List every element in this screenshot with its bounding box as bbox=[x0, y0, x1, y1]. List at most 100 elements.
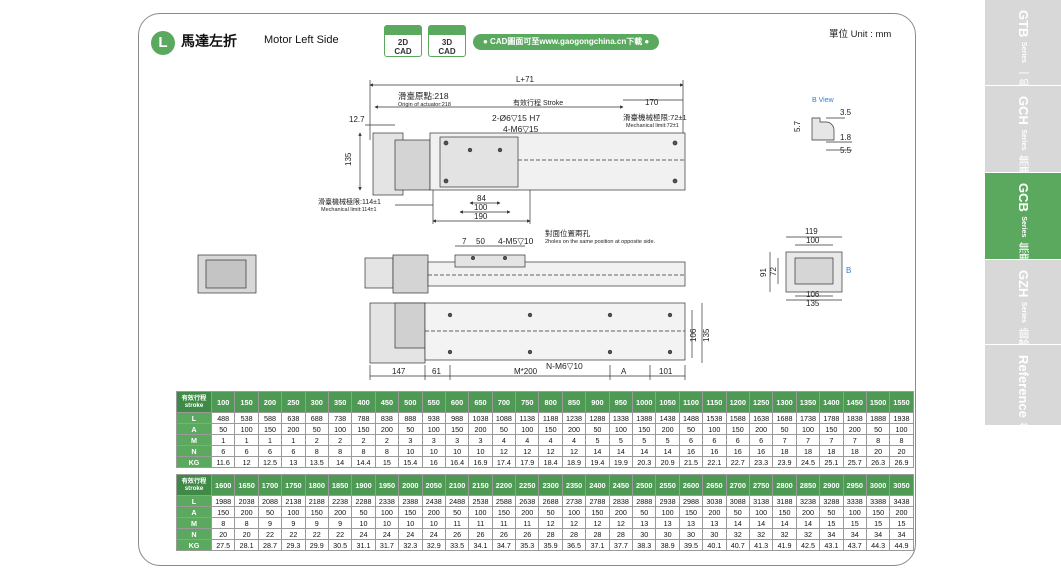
nav-tab-gzh[interactable]: GZH Series 齒輪齒條 bbox=[985, 260, 1061, 371]
table-cell: 16 bbox=[748, 445, 774, 457]
table-cell: 22 bbox=[257, 528, 283, 540]
dim-1-8: 1.8 bbox=[840, 133, 852, 142]
cad-2d-label-bottom: CAD bbox=[394, 47, 412, 56]
table-cell: 28 bbox=[561, 528, 587, 540]
table-cell: 1738 bbox=[795, 412, 821, 424]
stroke-header-cell: 3000 bbox=[865, 474, 891, 496]
nav-tab-series: Series bbox=[1020, 301, 1027, 323]
table-cell: 100 bbox=[655, 506, 680, 518]
mech-limit-left-cn: 滑臺機械極限:114±1 bbox=[318, 197, 381, 206]
table-cell: 4 bbox=[515, 434, 540, 446]
nav-tab-gcb[interactable]: GCB Series 無塵/皮帶仕樣 bbox=[985, 173, 1061, 311]
stroke-header-cell: 1900 bbox=[351, 474, 376, 496]
table-cell: 150 bbox=[491, 506, 517, 518]
table-cell: 2488 bbox=[444, 495, 470, 507]
table-cell: 3088 bbox=[725, 495, 750, 507]
stroke-header-cell: 1500 bbox=[865, 391, 891, 413]
table-cell: 788 bbox=[351, 412, 376, 424]
table-cell: 3038 bbox=[702, 495, 727, 507]
nav-tab-series: Series bbox=[1020, 129, 1027, 151]
table-cell: 22 bbox=[304, 528, 329, 540]
stroke-header-cell: 1700 bbox=[257, 474, 283, 496]
stroke-header-cell: 2000 bbox=[398, 474, 423, 496]
table-cell: 200 bbox=[374, 423, 400, 435]
table-cell: 988 bbox=[444, 412, 470, 424]
table-cell: 6 bbox=[210, 445, 236, 457]
table-cell: 200 bbox=[515, 506, 540, 518]
table-cell: 18 bbox=[842, 445, 867, 457]
cad-3d-button[interactable]: 3D CAD bbox=[428, 25, 466, 57]
table-cell: 28.1 bbox=[234, 539, 259, 551]
table-cell: 7 bbox=[842, 434, 867, 446]
table-cell: 150 bbox=[304, 506, 329, 518]
table-cell: 100 bbox=[702, 423, 727, 435]
table-cell: 35.3 bbox=[515, 539, 540, 551]
table-cell: 2738 bbox=[561, 495, 587, 507]
table-cell: 1338 bbox=[608, 412, 634, 424]
stroke-header-cell: 1150 bbox=[702, 391, 727, 413]
stroke-header-cell: 2850 bbox=[795, 474, 821, 496]
dim-147: 147 bbox=[392, 367, 406, 376]
table-cell: 24.5 bbox=[795, 456, 821, 468]
table-cell: 50 bbox=[772, 423, 797, 435]
stroke-header-cell: 1600 bbox=[210, 474, 236, 496]
table-cell: 2788 bbox=[585, 495, 610, 507]
cad-2d-button[interactable]: 2D CAD bbox=[384, 25, 422, 57]
table-cell: 25.1 bbox=[819, 456, 844, 468]
table-cell: 15 bbox=[842, 517, 867, 529]
table-cell: 20.3 bbox=[632, 456, 657, 468]
table-cell: 1688 bbox=[772, 412, 797, 424]
table-cell: 2 bbox=[327, 434, 353, 446]
table-cell: 1788 bbox=[819, 412, 844, 424]
dim-101: 101 bbox=[659, 367, 673, 376]
table-cell: 34 bbox=[842, 528, 867, 540]
table-cell: 50 bbox=[491, 423, 517, 435]
table-cell: 1238 bbox=[561, 412, 587, 424]
cad-download-link[interactable]: ● CAD圖面可至www.gaogongchina.cn下載 ● bbox=[473, 34, 660, 50]
table-cell: 3288 bbox=[819, 495, 844, 507]
table-cell: 488 bbox=[210, 412, 236, 424]
stroke-label-cn: 有效行程 bbox=[181, 478, 207, 485]
table-cell: 34.1 bbox=[468, 539, 493, 551]
dim-72: 72 bbox=[769, 267, 778, 276]
table-cell: 41.3 bbox=[748, 539, 774, 551]
table-cell: 10 bbox=[398, 517, 423, 529]
table-cell: 16.9 bbox=[468, 456, 493, 468]
stroke-header-cell: 3050 bbox=[889, 474, 914, 496]
stroke-header-cell: 2300 bbox=[538, 474, 563, 496]
table-cell: 4 bbox=[491, 434, 517, 446]
table-cell: 3138 bbox=[748, 495, 774, 507]
table-cell: 14 bbox=[585, 445, 610, 457]
table-cell: 11 bbox=[515, 517, 540, 529]
table-cell: 1988 bbox=[210, 495, 236, 507]
stroke-header-cell: 2250 bbox=[515, 474, 540, 496]
row-label-cell: L bbox=[176, 412, 212, 424]
table-cell: 150 bbox=[538, 423, 563, 435]
hole-spec-2: 4-M6▽15 bbox=[503, 124, 539, 134]
table-cell: 30 bbox=[702, 528, 727, 540]
stroke-header-cell: 600 bbox=[444, 391, 470, 413]
stroke-header-cell: 1950 bbox=[374, 474, 400, 496]
table-cell: 5 bbox=[608, 434, 634, 446]
dim-L71: L+71 bbox=[516, 75, 535, 84]
table-cell: 37.1 bbox=[585, 539, 610, 551]
nav-tab-gtb[interactable]: GTB Series 一般/皮帶仕樣 bbox=[985, 0, 1061, 136]
table-cell: 35.9 bbox=[538, 539, 563, 551]
table-cell: 10 bbox=[351, 517, 376, 529]
table-cell: 4 bbox=[561, 434, 587, 446]
table-cell: 39.5 bbox=[678, 539, 704, 551]
table-cell: 26.3 bbox=[865, 456, 891, 468]
table-cell: 30 bbox=[678, 528, 704, 540]
table-cell: 42.5 bbox=[795, 539, 821, 551]
nav-tab-gch[interactable]: GCH Series 無塵/皮帶仕樣 bbox=[985, 86, 1061, 224]
table-cell: 150 bbox=[210, 506, 236, 518]
table-cell: 2438 bbox=[421, 495, 446, 507]
table-cell: 150 bbox=[678, 506, 704, 518]
nav-tab-reference[interactable]: Reference 參考資料 bbox=[985, 345, 1061, 466]
stroke-header-cell: 1450 bbox=[842, 391, 867, 413]
stroke-header-cell: 500 bbox=[398, 391, 423, 413]
table-cell: 13 bbox=[678, 517, 704, 529]
table-cell: 2 bbox=[374, 434, 400, 446]
